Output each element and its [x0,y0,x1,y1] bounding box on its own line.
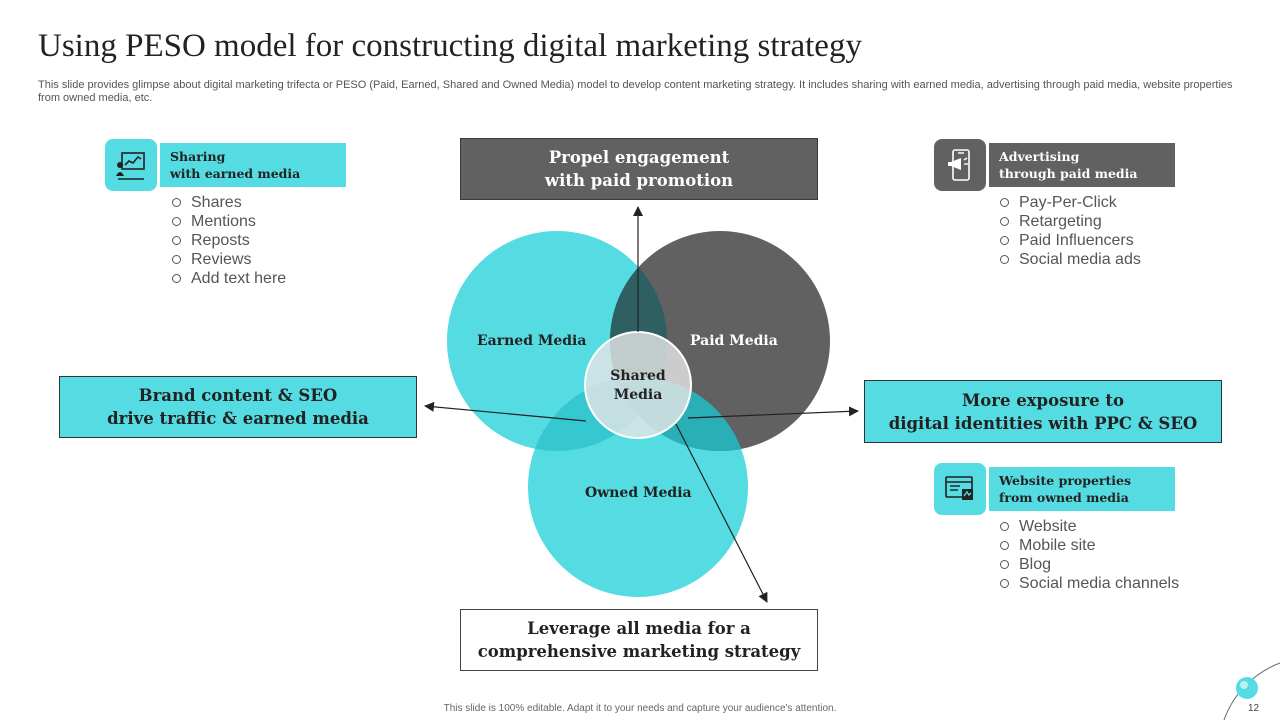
arrow-to-bottom-box [675,423,768,603]
list-item: Add text here [170,269,286,288]
earned-media-label: Earned Media [477,333,587,349]
paid-media-label: Paid Media [690,333,778,349]
corner-decoration-dot [1236,677,1258,699]
earned-owned-overlap [528,377,667,451]
owned-media-label: Owned Media [585,485,692,501]
corner-dot-highlight [1240,681,1248,689]
list-item: Paid Influencers [998,231,1141,250]
advertising-items-list: Pay-Per-Click Retargeting Paid Influence… [998,193,1141,269]
list-item: Blog [998,555,1179,574]
list-item: Reviews [170,250,286,269]
list-item: Shares [170,193,286,212]
mobile-megaphone-icon [934,139,986,191]
shared-media-label: Shared Media [610,368,666,403]
list-item: Social media channels [998,574,1179,593]
list-item: Retargeting [998,212,1141,231]
list-item: Reposts [170,231,286,250]
list-item: Social media ads [998,250,1141,269]
page-number: 12 [1248,703,1260,714]
sharing-items-list: Shares Mentions Reposts Reviews Add text… [170,193,286,288]
list-item: Mentions [170,212,286,231]
website-items-list: Website Mobile site Blog Social media ch… [998,517,1179,593]
list-item: Pay-Per-Click [998,193,1141,212]
slide-footer: This slide is 100% editable. Adapt it to… [443,703,837,714]
list-item: Mobile site [998,536,1179,555]
arrow-to-left-box [424,401,587,422]
website-browser-icon [934,463,986,515]
analytics-presentation-icon [105,139,157,191]
slide-title: Using PESO model for constructing digita… [38,28,862,64]
arrow-to-right-box [687,406,859,419]
list-item: Website [998,517,1179,536]
paid-owned-overlap [610,377,748,451]
slide-description: This slide provides glimpse about digita… [38,79,1233,104]
